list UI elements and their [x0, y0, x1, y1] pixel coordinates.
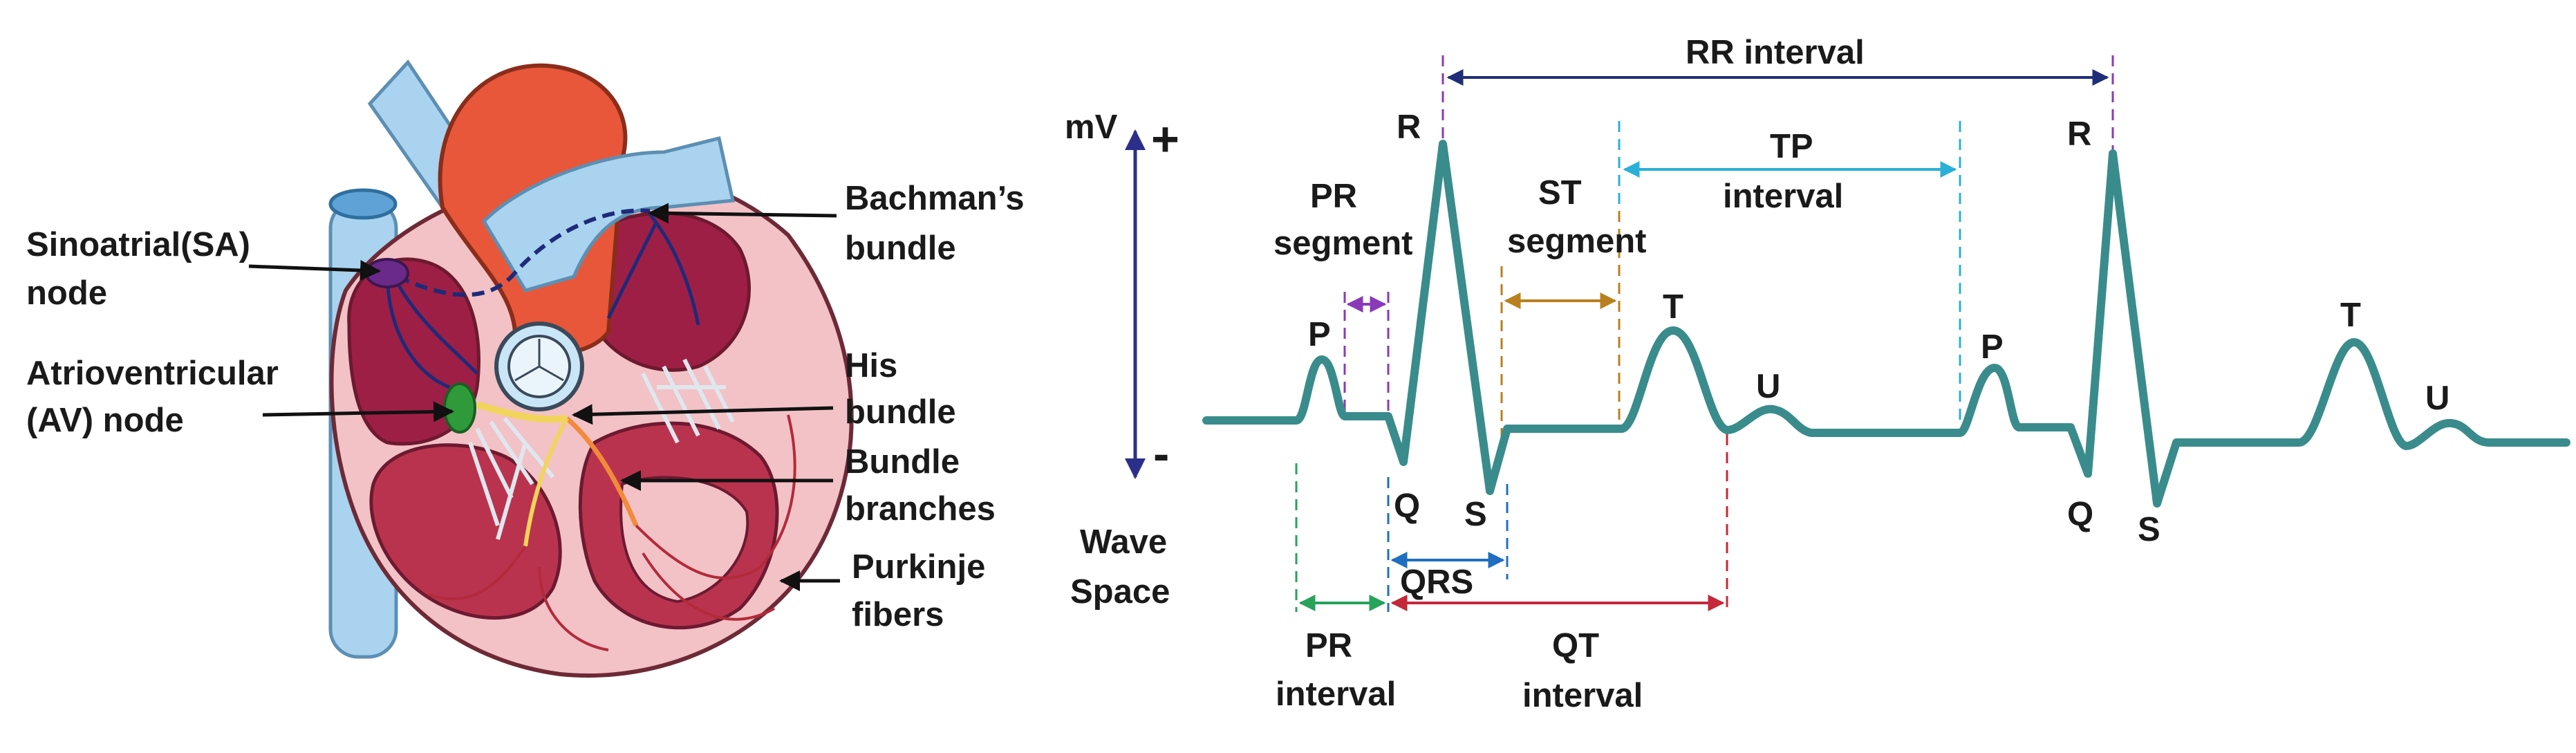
heart-labels: Sinoatrial(SA) node Atrioventricular (AV…: [26, 180, 1025, 633]
purkinje-fiber-paths: [428, 414, 796, 651]
aortic-valve-ring: [494, 322, 584, 411]
bachmans-bundle-path: [396, 208, 651, 297]
axis-minus-label: -: [1153, 427, 1169, 481]
purkinje-fibers-label-line1: Purkinje: [852, 548, 985, 586]
wave-space-label-line2: Space: [1070, 573, 1170, 611]
heart-illustration: [328, 59, 854, 678]
av-node-shape: [443, 382, 476, 434]
tp-interval-label-line1: TP: [1770, 128, 1813, 165]
pr-interval-label-line2: interval: [1276, 676, 1396, 713]
ecg-axis: mV + - Wave Space: [1065, 109, 1179, 611]
sa-node-shape: [365, 258, 409, 288]
bachmans-bundle-label-line1: Bachman’s: [845, 180, 1025, 217]
wave-p1-label: P: [1308, 316, 1331, 353]
bundle-branches-label-line2: branches: [845, 490, 996, 528]
tp-interval-label-line2: interval: [1723, 178, 1843, 215]
rr-interval-label: RR interval: [1686, 34, 1865, 71]
ecg-interval-labels: RR interval PR segment ST segment TP int…: [1273, 34, 1865, 714]
st-segment-label-line2: segment: [1507, 223, 1647, 260]
his-bundle-path: [476, 401, 568, 423]
his-bundle-label-line2: bundle: [845, 393, 956, 431]
ecg-trace: [1202, 140, 2570, 508]
wave-s2-label: S: [2138, 511, 2160, 548]
wave-q1-label: Q: [1394, 487, 1420, 525]
wave-q2-label: Q: [2067, 496, 2093, 533]
wave-p2-label: P: [1981, 328, 2004, 366]
av-node-label-line2: (AV) node: [26, 402, 184, 439]
axis-unit-label: mV: [1065, 109, 1118, 146]
bundle-branch-path: [565, 416, 639, 527]
heart-pointer-lines: [248, 203, 840, 591]
wave-u1-label: U: [1756, 368, 1780, 405]
ecg-wave-labels: P R Q S T U P R Q S T U: [1308, 109, 2449, 548]
wave-t1-label: T: [1663, 288, 1683, 326]
bundle-branches-label-line1: Bundle: [845, 443, 960, 481]
wave-u2-label: U: [2425, 380, 2449, 417]
bachmans-bundle-label-line2: bundle: [845, 230, 956, 267]
wave-r2-label: R: [2067, 115, 2091, 153]
axis-plus-label: +: [1151, 112, 1179, 166]
qt-interval-label-line1: QT: [1552, 627, 1599, 664]
qt-interval-label-line2: interval: [1522, 677, 1643, 714]
valve-chordae: [468, 358, 735, 540]
pr-segment-label-line1: PR: [1310, 178, 1357, 215]
st-segment-label-line1: ST: [1538, 174, 1582, 212]
qrs-label: QRS: [1400, 564, 1473, 601]
pr-segment-label-line2: segment: [1273, 225, 1413, 262]
wave-s1-label: S: [1464, 496, 1487, 533]
wave-space-label-line1: Wave: [1080, 523, 1167, 561]
ecg-reference-lines: [1295, 55, 2114, 612]
purkinje-fibers-label-line2: fibers: [852, 596, 944, 633]
his-bundle-label-line1: His: [845, 347, 897, 384]
sa-node-label-line2: node: [26, 275, 107, 312]
ecg-interval-arrows: [1298, 69, 2109, 611]
sa-node-label-line1: Sinoatrial(SA): [26, 226, 250, 263]
pr-interval-label-line1: PR: [1305, 627, 1352, 664]
wave-r1-label: R: [1397, 109, 1421, 146]
conduction-pathways: [385, 208, 796, 651]
wave-t2-label: T: [2340, 297, 2361, 334]
av-node-label-line1: Atrioventricular: [26, 355, 279, 392]
